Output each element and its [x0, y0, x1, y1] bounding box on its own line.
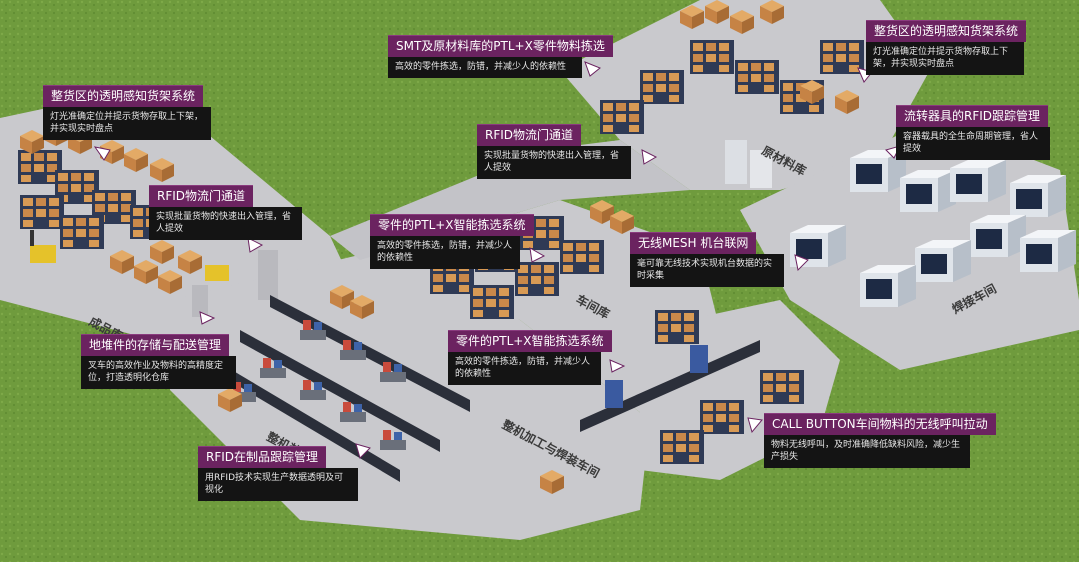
callout-desc: 高效的零件拣选，防错，并减少人的依赖性	[388, 57, 582, 78]
callout-desc: 容器载具的全生命周期管理，省人提效	[896, 127, 1050, 160]
callout-title: 流转器具的RFID跟踪管理	[896, 105, 1049, 127]
callout-title: RFID物流门通道	[149, 185, 254, 207]
callout-wip-rfid: RFID在制品跟踪管理 用RFID技术实现生产数据透明及可视化	[198, 446, 358, 501]
callout-rfid-gate-center: RFID物流门通道 实现批量货物的快速出入管理，省人提效	[477, 124, 631, 179]
callout-rfid-gate-left: RFID物流门通道 实现批量货物的快速出入管理，省人提效	[149, 185, 302, 240]
callout-title: 零件的PTL+X智能拣选系统	[370, 214, 534, 236]
callout-smt-ptl: SMT及原材料库的PTL+X零件物料拣选 高效的零件拣选，防错，并减少人的依赖性	[388, 35, 613, 78]
callout-desc: 高效的零件拣选，防错，并减少人的依赖性	[370, 236, 520, 269]
callout-wireless-mesh: 无线MESH 机台联网 毫可靠无线技术实现机台数据的实时采集	[630, 232, 784, 287]
callout-title: 整货区的透明感知货架系统	[43, 85, 204, 107]
callout-call-button: CALL BUTTON车间物料的无线呼叫拉动 物料无线呼叫，及时准确降低缺料风险…	[764, 413, 996, 468]
callout-title: 地堆件的存储与配送管理	[81, 334, 230, 356]
callout-ptl-lower: 零件的PTL+X智能拣选系统 高效的零件拣选，防错，并减少人的依赖性	[448, 330, 612, 385]
callout-title: CALL BUTTON车间物料的无线呼叫拉动	[764, 413, 996, 435]
callout-container-rfid: 流转器具的RFID跟踪管理 容器载具的全生命周期管理，省人提效	[896, 105, 1050, 160]
callout-desc: 高效的零件拣选，防错，并减少人的依赖性	[448, 352, 601, 385]
callout-title: RFID物流门通道	[477, 124, 582, 146]
callout-desc: 叉车的高效作业及物料的高精度定位，打造透明化仓库	[81, 356, 236, 389]
callout-transparent-shelf-right: 整货区的透明感知货架系统 灯光准确定位并提示货物存取上下架，并实现实时盘点	[866, 20, 1027, 75]
callout-desc: 灯光准确定位并提示货物存取上下架，并实现实时盘点	[43, 107, 211, 140]
callout-title: 整货区的透明感知货架系统	[866, 20, 1027, 42]
callout-title: RFID在制品跟踪管理	[198, 446, 327, 468]
callout-desc: 用RFID技术实现生产数据透明及可视化	[198, 468, 358, 501]
callout-title: 无线MESH 机台联网	[630, 232, 757, 254]
callout-desc: 毫可靠无线技术实现机台数据的实时采集	[630, 254, 784, 287]
callout-desc: 物料无线呼叫，及时准确降低缺料风险，减少生产损失	[764, 435, 970, 468]
callout-title: 零件的PTL+X智能拣选系统	[448, 330, 612, 352]
callout-transparent-shelf-left: 整货区的透明感知货架系统 灯光准确定位并提示货物存取上下架，并实现实时盘点	[43, 85, 211, 140]
callout-desc: 灯光准确定位并提示货物存取上下架，并实现实时盘点	[866, 42, 1024, 75]
callout-desc: 实现批量货物的快速出入管理，省人提效	[149, 207, 302, 240]
callout-floor-storage: 地堆件的存储与配送管理 叉车的高效作业及物料的高精度定位，打造透明化仓库	[81, 334, 236, 389]
callout-desc: 实现批量货物的快速出入管理，省人提效	[477, 146, 631, 179]
callout-ptl-center: 零件的PTL+X智能拣选系统 高效的零件拣选，防错，并减少人的依赖性	[370, 214, 534, 269]
callout-title: SMT及原材料库的PTL+X零件物料拣选	[388, 35, 613, 57]
